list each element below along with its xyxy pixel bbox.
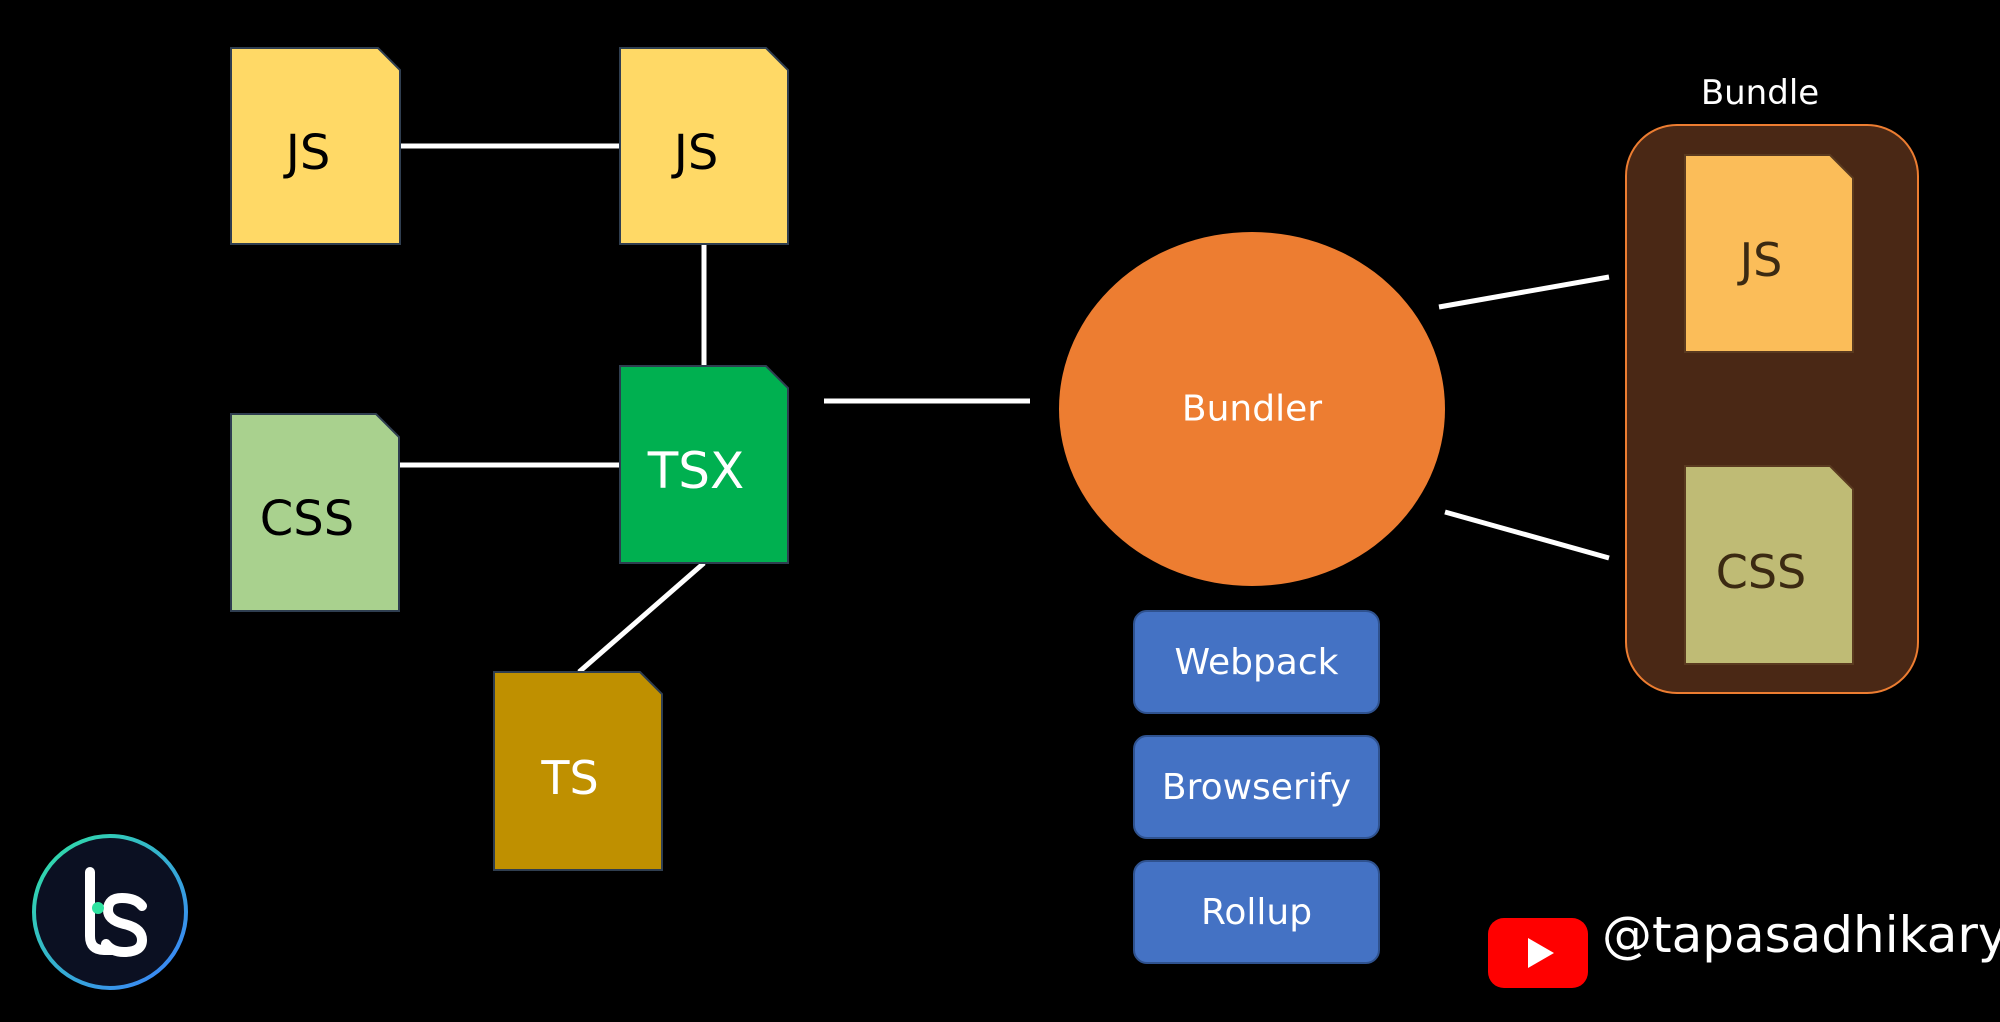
browserify-button[interactable]: Browserify	[1133, 735, 1380, 839]
bundle-css-file: CSS	[1684, 465, 1854, 665]
js-file-left: JS	[230, 47, 401, 245]
bundler-label: Bundler	[1182, 389, 1322, 430]
connectors	[400, 143, 1610, 674]
bundle-js-label: JS	[1737, 233, 1783, 287]
js-file-top: JS	[619, 47, 789, 245]
channel-handle[interactable]: @tapasadhikary	[1602, 906, 2000, 964]
tsx-file: TSX	[619, 365, 789, 564]
bundle-css-label: CSS	[1716, 545, 1807, 599]
connector-tsx-ts	[577, 561, 706, 674]
css-left-label: CSS	[260, 491, 354, 547]
ts-logo-icon	[32, 834, 188, 990]
connector-bundler-bundle-js	[1438, 274, 1610, 310]
youtube-icon[interactable]	[1488, 918, 1588, 988]
js-top-label: JS	[671, 125, 719, 181]
connector-bundler-bundle-css	[1444, 509, 1610, 561]
ts-label: TS	[540, 751, 598, 805]
bundler-node: Bundler	[1059, 232, 1445, 586]
css-file-left: CSS	[230, 413, 400, 612]
bundle-title: Bundle	[1700, 73, 1820, 113]
ts-file: TS	[493, 671, 663, 871]
webpack-button[interactable]: Webpack	[1133, 610, 1380, 714]
tsx-label: TSX	[647, 442, 745, 500]
js-left-label: JS	[283, 125, 331, 181]
rollup-button[interactable]: Rollup	[1133, 860, 1380, 964]
bundle-js-file: JS	[1684, 154, 1854, 353]
